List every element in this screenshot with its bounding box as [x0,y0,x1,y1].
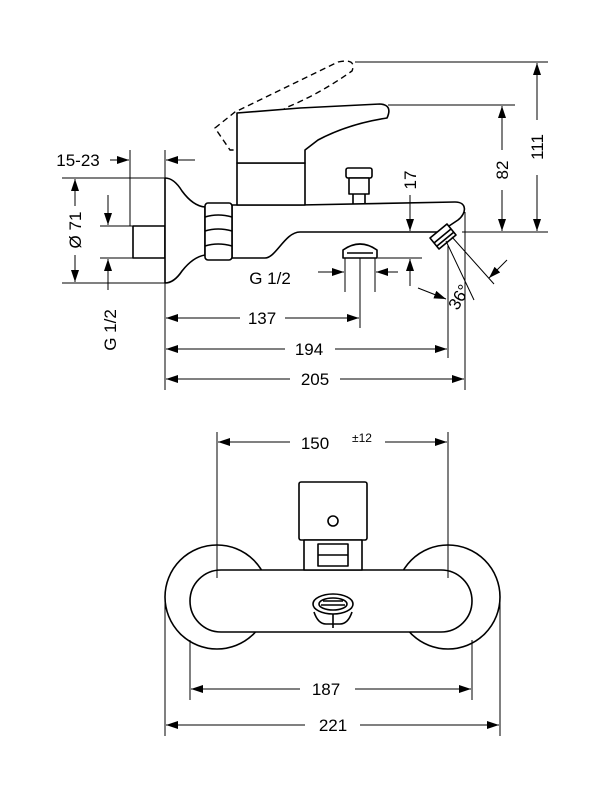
dimension-label: 82 [493,161,512,180]
angle-line [451,236,495,285]
inlet-pipe [132,225,166,259]
side-view: 15-23 Ø 71 G 1/2 G 1/2 17 [56,60,548,390]
aerator [429,223,457,250]
aerator-holder [313,611,353,628]
dimension-label: Ø 71 [66,212,85,249]
aerator-stripes [433,228,455,247]
angle-line [445,240,475,301]
lever-raised-dashed-outline [214,60,354,151]
diverter-neck [352,194,366,204]
aerator-mesh [321,600,345,606]
cartridge-top [298,481,368,541]
dimension-111: 111 [355,61,548,233]
dimension-label: 17 [401,171,420,190]
aerator-inner-ring [318,597,348,611]
dimension-15-23: 15-23 [56,150,195,226]
diverter-stem [348,177,370,195]
dimension-label: 205 [301,370,329,389]
hose-outlet [342,243,378,259]
dimension-label: 137 [248,309,276,328]
aerator-front [312,593,354,628]
dimension-label: 187 [312,680,340,699]
dimension-inlet-thread: G 1/2 [100,195,133,351]
dimension-label: 194 [295,340,323,359]
dimension-187: 187 [189,640,473,700]
nut-body [204,202,233,261]
connection-nut [204,202,233,261]
hose-outlet-body [342,243,378,259]
dimension-outlet-thread: G 1/2 [249,258,398,292]
dimension-194: 194 [166,245,449,359]
dimension-82: 82 [388,104,515,231]
dimension-137: 137 [166,258,361,328]
arrow [417,287,447,300]
dimension-flange-diameter: Ø 71 [62,177,165,284]
nut-ridges [204,214,233,247]
dimension-label: G 1/2 [101,309,120,351]
lever [236,103,390,164]
dimension-205: 205 [164,212,466,390]
cartridge-housing [236,162,306,206]
cartridge-screw-hole [327,515,339,527]
dimension-label: G 1/2 [249,269,291,288]
dimension-17: 17 [378,171,422,286]
arrow [488,259,508,279]
diverter-cap [345,167,373,179]
dimension-label: 15-23 [56,151,99,170]
dimension-aerator-angle: 36° [417,236,508,313]
dimension-150: 150 ±12 [216,431,449,578]
dimension-label: 36° [445,281,474,313]
wall-flange [164,177,206,284]
diverter-knob [345,167,373,204]
dimension-label: 221 [319,716,347,735]
dimension-label: 111 [528,134,547,160]
dimension-221: 221 [164,600,501,736]
dimension-label: 150 [301,434,329,453]
cartridge-front [298,481,368,571]
tolerance-label: ±12 [352,431,372,445]
front-view: 150 ±12 187 221 [164,431,501,736]
